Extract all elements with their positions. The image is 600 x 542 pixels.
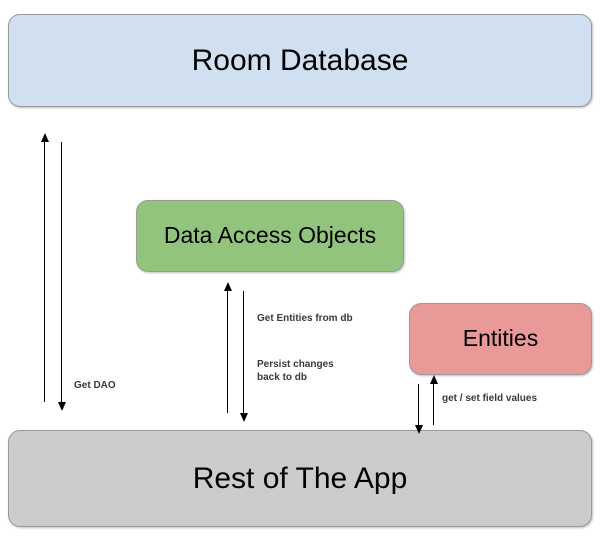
node-entities[interactable]: Entities: [409, 303, 592, 375]
arrow-get-dao-up: [41, 133, 49, 402]
edge-label-get-set-field-values: get / set field values: [442, 393, 538, 404]
edge-label-get-entities-from-db: Get Entities from db: [257, 313, 353, 324]
arrow-get-dao-down: [58, 142, 66, 411]
arrow-set-field-values: [415, 384, 423, 434]
node-rest-of-the-app[interactable]: Rest of The App: [8, 430, 592, 527]
node-rest-of-the-app-label: Rest of The App: [192, 462, 408, 495]
arrow-get-field-values: [430, 375, 438, 425]
node-entities-label: Entities: [462, 325, 539, 352]
node-room-database-label: Room Database: [191, 44, 409, 77]
arrow-persist-changes-back-to-db: [240, 291, 248, 422]
edge-label-persist-changes-back-to-db: Persist changes back to db: [257, 359, 334, 383]
node-data-access-objects-label: Data Access Objects: [163, 222, 377, 249]
arrow-get-entities-from-db: [224, 282, 232, 413]
node-room-database[interactable]: Room Database: [8, 14, 592, 107]
node-data-access-objects[interactable]: Data Access Objects: [136, 200, 404, 272]
edge-label-get-dao: Get DAO: [74, 380, 116, 391]
